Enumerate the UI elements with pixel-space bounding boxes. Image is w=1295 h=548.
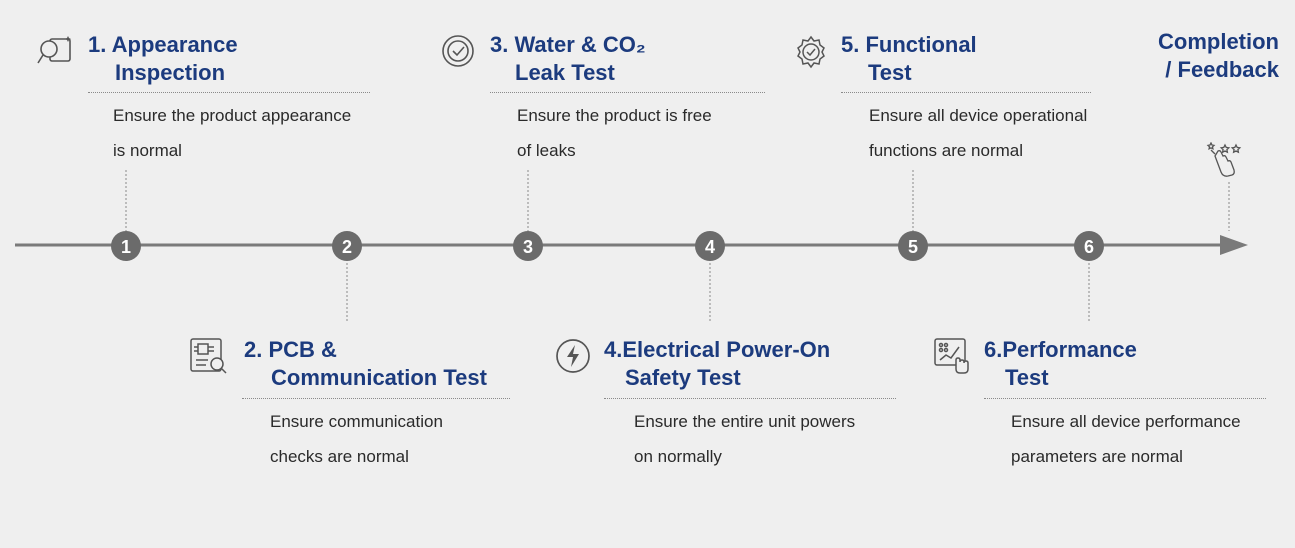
timeline-arrowhead xyxy=(1220,235,1248,255)
timeline-node-2: 2 xyxy=(332,231,362,261)
lightning-icon xyxy=(555,338,591,374)
step-3-description: Ensure the product is free of leaks xyxy=(517,98,712,168)
completion-title: Completion / Feedback xyxy=(1145,28,1279,84)
step-6-title-line-1: 6.Performance xyxy=(984,337,1137,362)
step-3-title: 3. Water & CO₂ Leak Test xyxy=(490,31,646,87)
node-label-5: 5 xyxy=(908,237,918,257)
node-label-2: 2 xyxy=(342,237,352,257)
step-3-title-line-2: Leak Test xyxy=(515,60,615,85)
step-3-desc-line-2: of leaks xyxy=(517,141,576,160)
step-6-desc-line-2: parameters are normal xyxy=(1011,447,1183,466)
step-5-title-line-2: Test xyxy=(868,60,912,85)
step-2-desc-line-1: Ensure communication xyxy=(270,412,443,431)
step-5-desc-line-1: Ensure all device operational xyxy=(869,106,1088,125)
check-circle-icon xyxy=(441,34,475,68)
step-1-divider xyxy=(88,92,370,93)
step-4-desc-line-1: Ensure the entire unit powers xyxy=(634,412,856,431)
timeline-node-5: 5 xyxy=(898,231,928,261)
step-1-title-line-1: 1. Appearance xyxy=(88,32,238,57)
performance-chart-icon xyxy=(932,336,974,376)
node-label-4: 4 xyxy=(705,237,715,257)
step-6-desc-line-1: Ensure all device performance xyxy=(1011,412,1241,431)
step-5-divider xyxy=(841,92,1091,93)
step-2-description: Ensure communication checks are normal xyxy=(270,404,443,474)
step-4-title: 4.Electrical Power-On Safety Test xyxy=(604,336,830,392)
node-label-3: 3 xyxy=(523,237,533,257)
pcb-inspection-icon xyxy=(188,336,230,376)
hand-stars-icon xyxy=(1203,141,1249,182)
step-6-description: Ensure all device performance parameters… xyxy=(1011,404,1241,474)
node-label-6: 6 xyxy=(1084,237,1094,257)
step-6-title-line-2: Test xyxy=(1005,365,1049,390)
step-2-title-line-1: 2. PCB & xyxy=(244,337,337,362)
timeline-node-4: 4 xyxy=(695,231,725,261)
step-2-desc-line-2: checks are normal xyxy=(270,447,409,466)
step-1-desc-line-1: Ensure the product appearance xyxy=(113,106,352,125)
completion-title-line-1: Completion xyxy=(1158,29,1279,54)
step-2-title: 2. PCB & Communication Test xyxy=(244,336,487,392)
step-4-title-line-2: Safety Test xyxy=(625,365,741,390)
step-3-divider xyxy=(490,92,765,93)
node-label-1: 1 xyxy=(121,237,131,257)
gear-check-icon xyxy=(793,34,829,70)
step-1-desc-line-2: is normal xyxy=(113,141,182,160)
completion-title-line-2: / Feedback xyxy=(1165,57,1279,82)
step-4-desc-line-2: on normally xyxy=(634,447,722,466)
step-4-title-line-1: 4.Electrical Power-On xyxy=(604,337,831,362)
timeline-node-6: 6 xyxy=(1074,231,1104,261)
step-1-description: Ensure the product appearance is normal xyxy=(113,98,351,168)
step-6-title: 6.Performance Test xyxy=(984,336,1137,392)
step-1-title-line-2: Inspection xyxy=(115,60,226,85)
step-2-divider xyxy=(242,398,510,399)
timeline-node-3: 3 xyxy=(513,231,543,261)
step-4-divider xyxy=(604,398,896,399)
step-3-desc-line-1: Ensure the product is free xyxy=(517,106,712,125)
step-3-title-line-1: 3. Water & CO₂ xyxy=(490,32,646,57)
step-4-description: Ensure the entire unit powers on normall… xyxy=(634,404,855,474)
step-5-desc-line-2: functions are normal xyxy=(869,141,1024,160)
step-5-title-line-1: 5. Functional xyxy=(841,32,977,57)
timeline-node-1: 1 xyxy=(111,231,141,261)
magnifier-inspection-icon xyxy=(36,34,76,68)
step-5-description: Ensure all device operational functions … xyxy=(869,98,1087,168)
step-2-title-line-2: Communication Test xyxy=(271,365,487,390)
step-1-title: 1. Appearance Inspection xyxy=(88,31,238,87)
step-6-divider xyxy=(984,398,1266,399)
step-5-title: 5. Functional Test xyxy=(841,31,977,87)
